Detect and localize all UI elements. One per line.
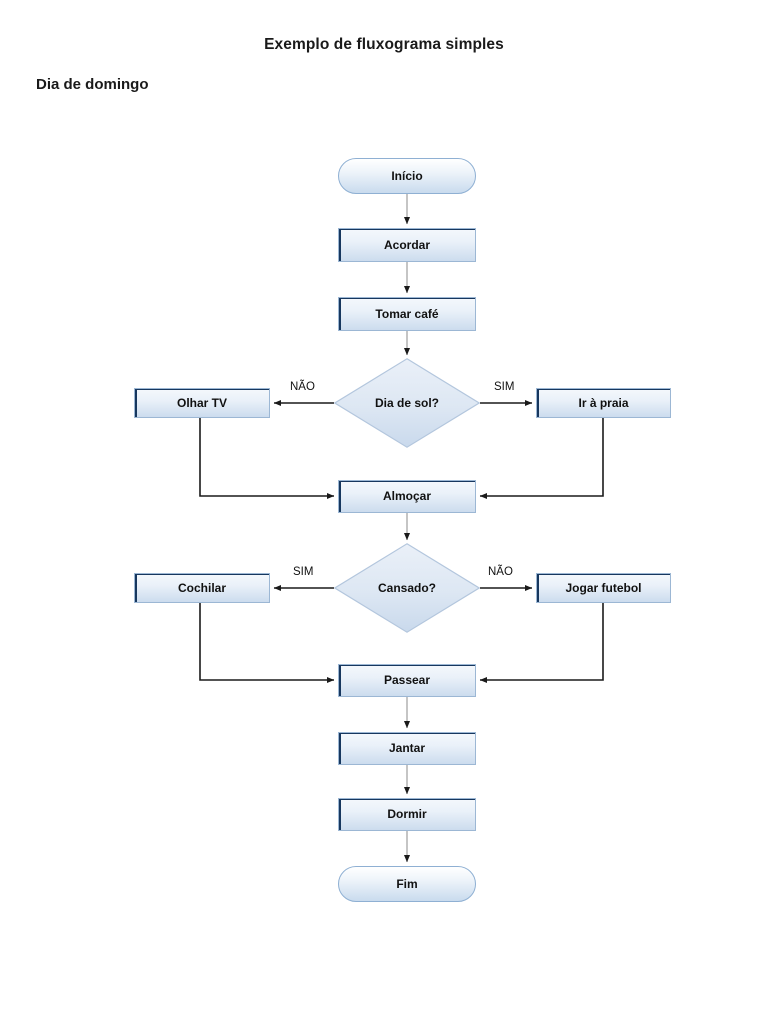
flow-node-ir-a-praia[interactable]: Ir à praia <box>536 388 671 418</box>
diamond-shape <box>334 543 480 633</box>
edge-label-nao-sol: NÃO <box>290 381 315 393</box>
flow-node-dormir[interactable]: Dormir <box>338 798 476 831</box>
diamond-shape <box>334 358 480 448</box>
flow-node-label-cansado: Cansado? <box>377 580 436 595</box>
flow-node-label-dormir: Dormir <box>387 807 427 821</box>
edge-label-sim-sol: SIM <box>494 381 515 393</box>
flow-node-label-dia-de-sol: Dia de sol? <box>374 395 439 410</box>
flow-node-dia-de-sol[interactable]: Dia de sol? <box>334 358 480 448</box>
flow-node-label-cochilar: Cochilar <box>177 580 226 595</box>
flow-node-label-jogar-futebol: Jogar futebol <box>565 580 642 595</box>
flow-node-label-jantar: Jantar <box>388 741 426 755</box>
flow-node-label-passear: Passear <box>383 673 431 687</box>
flow-node-cochilar[interactable]: Cochilar <box>134 573 270 603</box>
page-title: Exemplo de fluxograma simples <box>264 36 504 53</box>
flow-node-label-ir-a-praia: Ir à praia <box>578 395 629 410</box>
flow-node-passear[interactable]: Passear <box>338 664 476 697</box>
flow-node-inicio[interactable]: Início <box>338 158 476 194</box>
flow-node-label-inicio: Início <box>391 168 423 183</box>
edge-label-sim-cansado: SIM <box>293 566 314 578</box>
flow-node-jantar[interactable]: Jantar <box>338 732 476 765</box>
flow-node-label-tomar-cafe: Tomar café <box>375 306 439 321</box>
flow-node-label-acordar: Acordar <box>383 237 430 252</box>
flow-node-olhar-tv[interactable]: Olhar TV <box>134 388 270 418</box>
flow-node-cansado[interactable]: Cansado? <box>334 543 480 633</box>
flow-node-tomar-cafe[interactable]: Tomar café <box>338 297 476 331</box>
flow-node-almocar[interactable]: Almoçar <box>338 480 476 513</box>
flow-node-label-olhar-tv: Olhar TV <box>176 395 227 410</box>
page-subtitle: Dia de domingo <box>36 76 149 93</box>
flow-node-fim[interactable]: Fim <box>338 866 476 902</box>
flow-node-jogar-futebol[interactable]: Jogar futebol <box>536 573 671 603</box>
edge-label-nao-cansado: NÃO <box>488 566 513 578</box>
flow-node-label-fim: Fim <box>396 876 418 891</box>
flow-node-label-almocar: Almoçar <box>382 489 432 503</box>
flow-node-acordar[interactable]: Acordar <box>338 228 476 262</box>
